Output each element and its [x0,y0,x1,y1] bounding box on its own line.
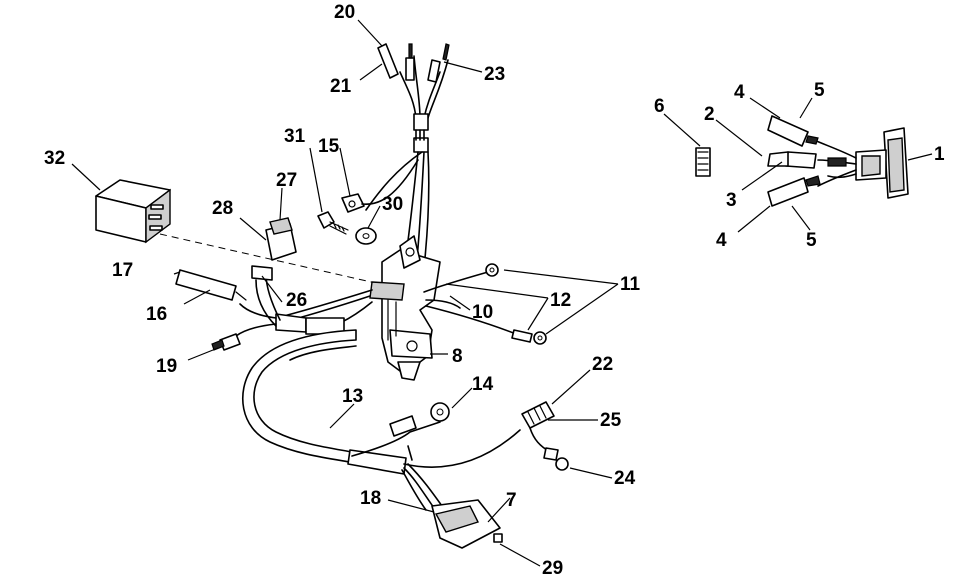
label-6: 6 [654,96,665,117]
label-5-bottom: 5 [806,230,817,251]
label-24: 24 [614,468,636,489]
label-32: 32 [44,148,65,169]
bolt-31 [317,211,349,235]
label-26: 26 [286,290,307,311]
label-15: 15 [318,136,340,157]
label-22: 22 [592,354,613,375]
label-23: 23 [484,64,505,85]
regulator-bracket [369,235,441,381]
connector-group [695,115,909,207]
label-3: 3 [726,190,737,211]
label-30: 30 [382,194,403,215]
label-21: 21 [330,76,352,97]
label-2: 2 [704,104,715,125]
leader-lines [71,19,933,567]
relay [95,179,171,244]
label-14: 14 [472,374,494,395]
part-labels: 20 21 23 15 31 30 27 28 17 16 26 19 8 10… [44,2,945,576]
label-4-top: 4 [734,82,745,103]
label-13: 13 [342,386,363,407]
label-17: 17 [112,260,133,281]
label-29: 29 [542,558,563,576]
left-branch [175,217,373,351]
label-7: 7 [506,490,517,511]
label-4-bottom: 4 [716,230,727,251]
upper-leads [377,43,450,153]
label-19: 19 [156,356,177,377]
label-5-top: 5 [814,80,825,101]
ring-terminal-15 [341,159,419,213]
label-8: 8 [452,346,463,367]
label-27: 27 [276,170,297,191]
label-10: 10 [472,302,493,323]
label-12: 12 [550,290,571,311]
washer-30 [355,227,377,245]
label-25: 25 [600,410,622,431]
label-31: 31 [284,126,306,147]
main-harness-13 [241,329,569,549]
label-18: 18 [360,488,381,509]
ring-leads-11 [423,263,547,345]
relay-guide-line [159,233,381,285]
label-11: 11 [620,274,641,295]
label-1: 1 [934,144,945,165]
label-16: 16 [146,304,167,325]
label-28: 28 [212,198,233,219]
label-20: 20 [334,2,355,23]
